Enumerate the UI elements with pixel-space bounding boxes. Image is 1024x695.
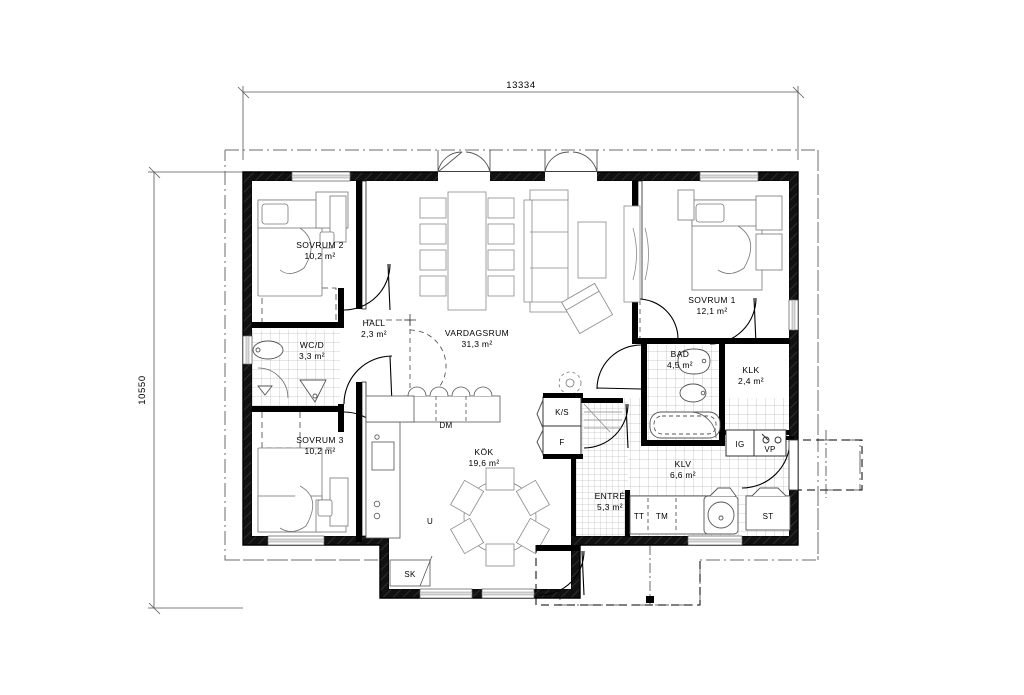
room-area-bad: 4,5 m² [667,360,693,370]
room-label-bad: BAD [671,349,690,359]
room-label-klv: KLV [675,459,692,469]
entrance-porch [536,545,585,596]
furniture-sovrum2 [257,191,349,297]
room-area-vardagsrum: 31,3 m² [462,339,493,349]
fixture-label-f: F [559,438,564,447]
fixtures-bad [649,348,721,439]
furniture-sovrum3 [257,447,349,533]
room-area-sovrum2: 10,2 m² [305,251,336,261]
room-area-wcd: 3,3 m² [299,351,325,361]
room-label-sovrum1: SOVRUM 1 [688,295,736,305]
fixtures-wcd [252,340,327,403]
fixture-label-vp: VP [764,445,775,454]
room-labels: SOVRUM 2 10,2 m² HALL 2,3 m² WC/D 3,3 m²… [296,240,764,512]
room-label-vardagsrum: VARDAGSRUM [445,328,509,338]
windows [242,171,799,599]
room-area-kok: 19,6 m² [469,458,500,468]
kitchen-counter [365,386,501,587]
fixture-label-tt: TT [634,512,644,521]
kitchen-dining-set [450,467,550,567]
dimension-top-label: 13334 [506,80,535,91]
klv-appliances [629,487,791,535]
room-area-entre: 5,3 m² [597,502,623,512]
ig-vp-boxes [725,429,787,457]
dimension-top [237,86,805,160]
room-area-klv: 6,6 m² [670,470,696,480]
fixture-label-u: U [427,517,433,526]
exterior-glass-doors[interactable] [437,150,598,181]
room-label-entre: ENTRÉ [595,491,626,501]
fixture-label-ig: IG [735,440,744,449]
furniture-sovrum1 [677,189,783,291]
room-label-sovrum2: SOVRUM 2 [296,240,344,250]
porch-post-icon [646,596,654,603]
room-area-sovrum3: 10,2 m² [305,446,336,456]
fixture-label-sk: SK [404,570,416,579]
room-area-sovrum1: 12,1 m² [697,306,728,316]
fixture-labels: DM U SK K/S F IG VP TT TM ST [404,408,775,579]
room-area-hall: 2,3 m² [361,329,387,339]
room-area-klk: 2,4 m² [738,376,764,386]
ceiling-lamp-icon [558,371,582,395]
room-label-kok: KÖK [474,447,493,457]
side-door-opening [788,439,799,491]
furniture-vardagsrum [419,189,649,335]
room-label-sovrum3: SOVRUM 3 [296,435,344,445]
entry-step-lines [583,403,622,433]
dimension-left-label: 10550 [137,375,148,404]
porch-outline [535,545,701,606]
interior-door-swings [343,263,757,459]
room-label-hall: HALL [363,318,386,328]
fixture-label-ks: K/S [555,408,569,417]
fixture-label-st: ST [763,512,774,521]
dimension-left [148,166,243,615]
appliance-cabinets [536,393,583,459]
hall-opening-arc [409,329,447,403]
room-label-klk: KLK [742,365,759,375]
fixture-label-dm: DM [439,421,452,430]
room-label-wcd: WC/D [300,340,324,350]
fixture-label-tm: TM [656,512,668,521]
